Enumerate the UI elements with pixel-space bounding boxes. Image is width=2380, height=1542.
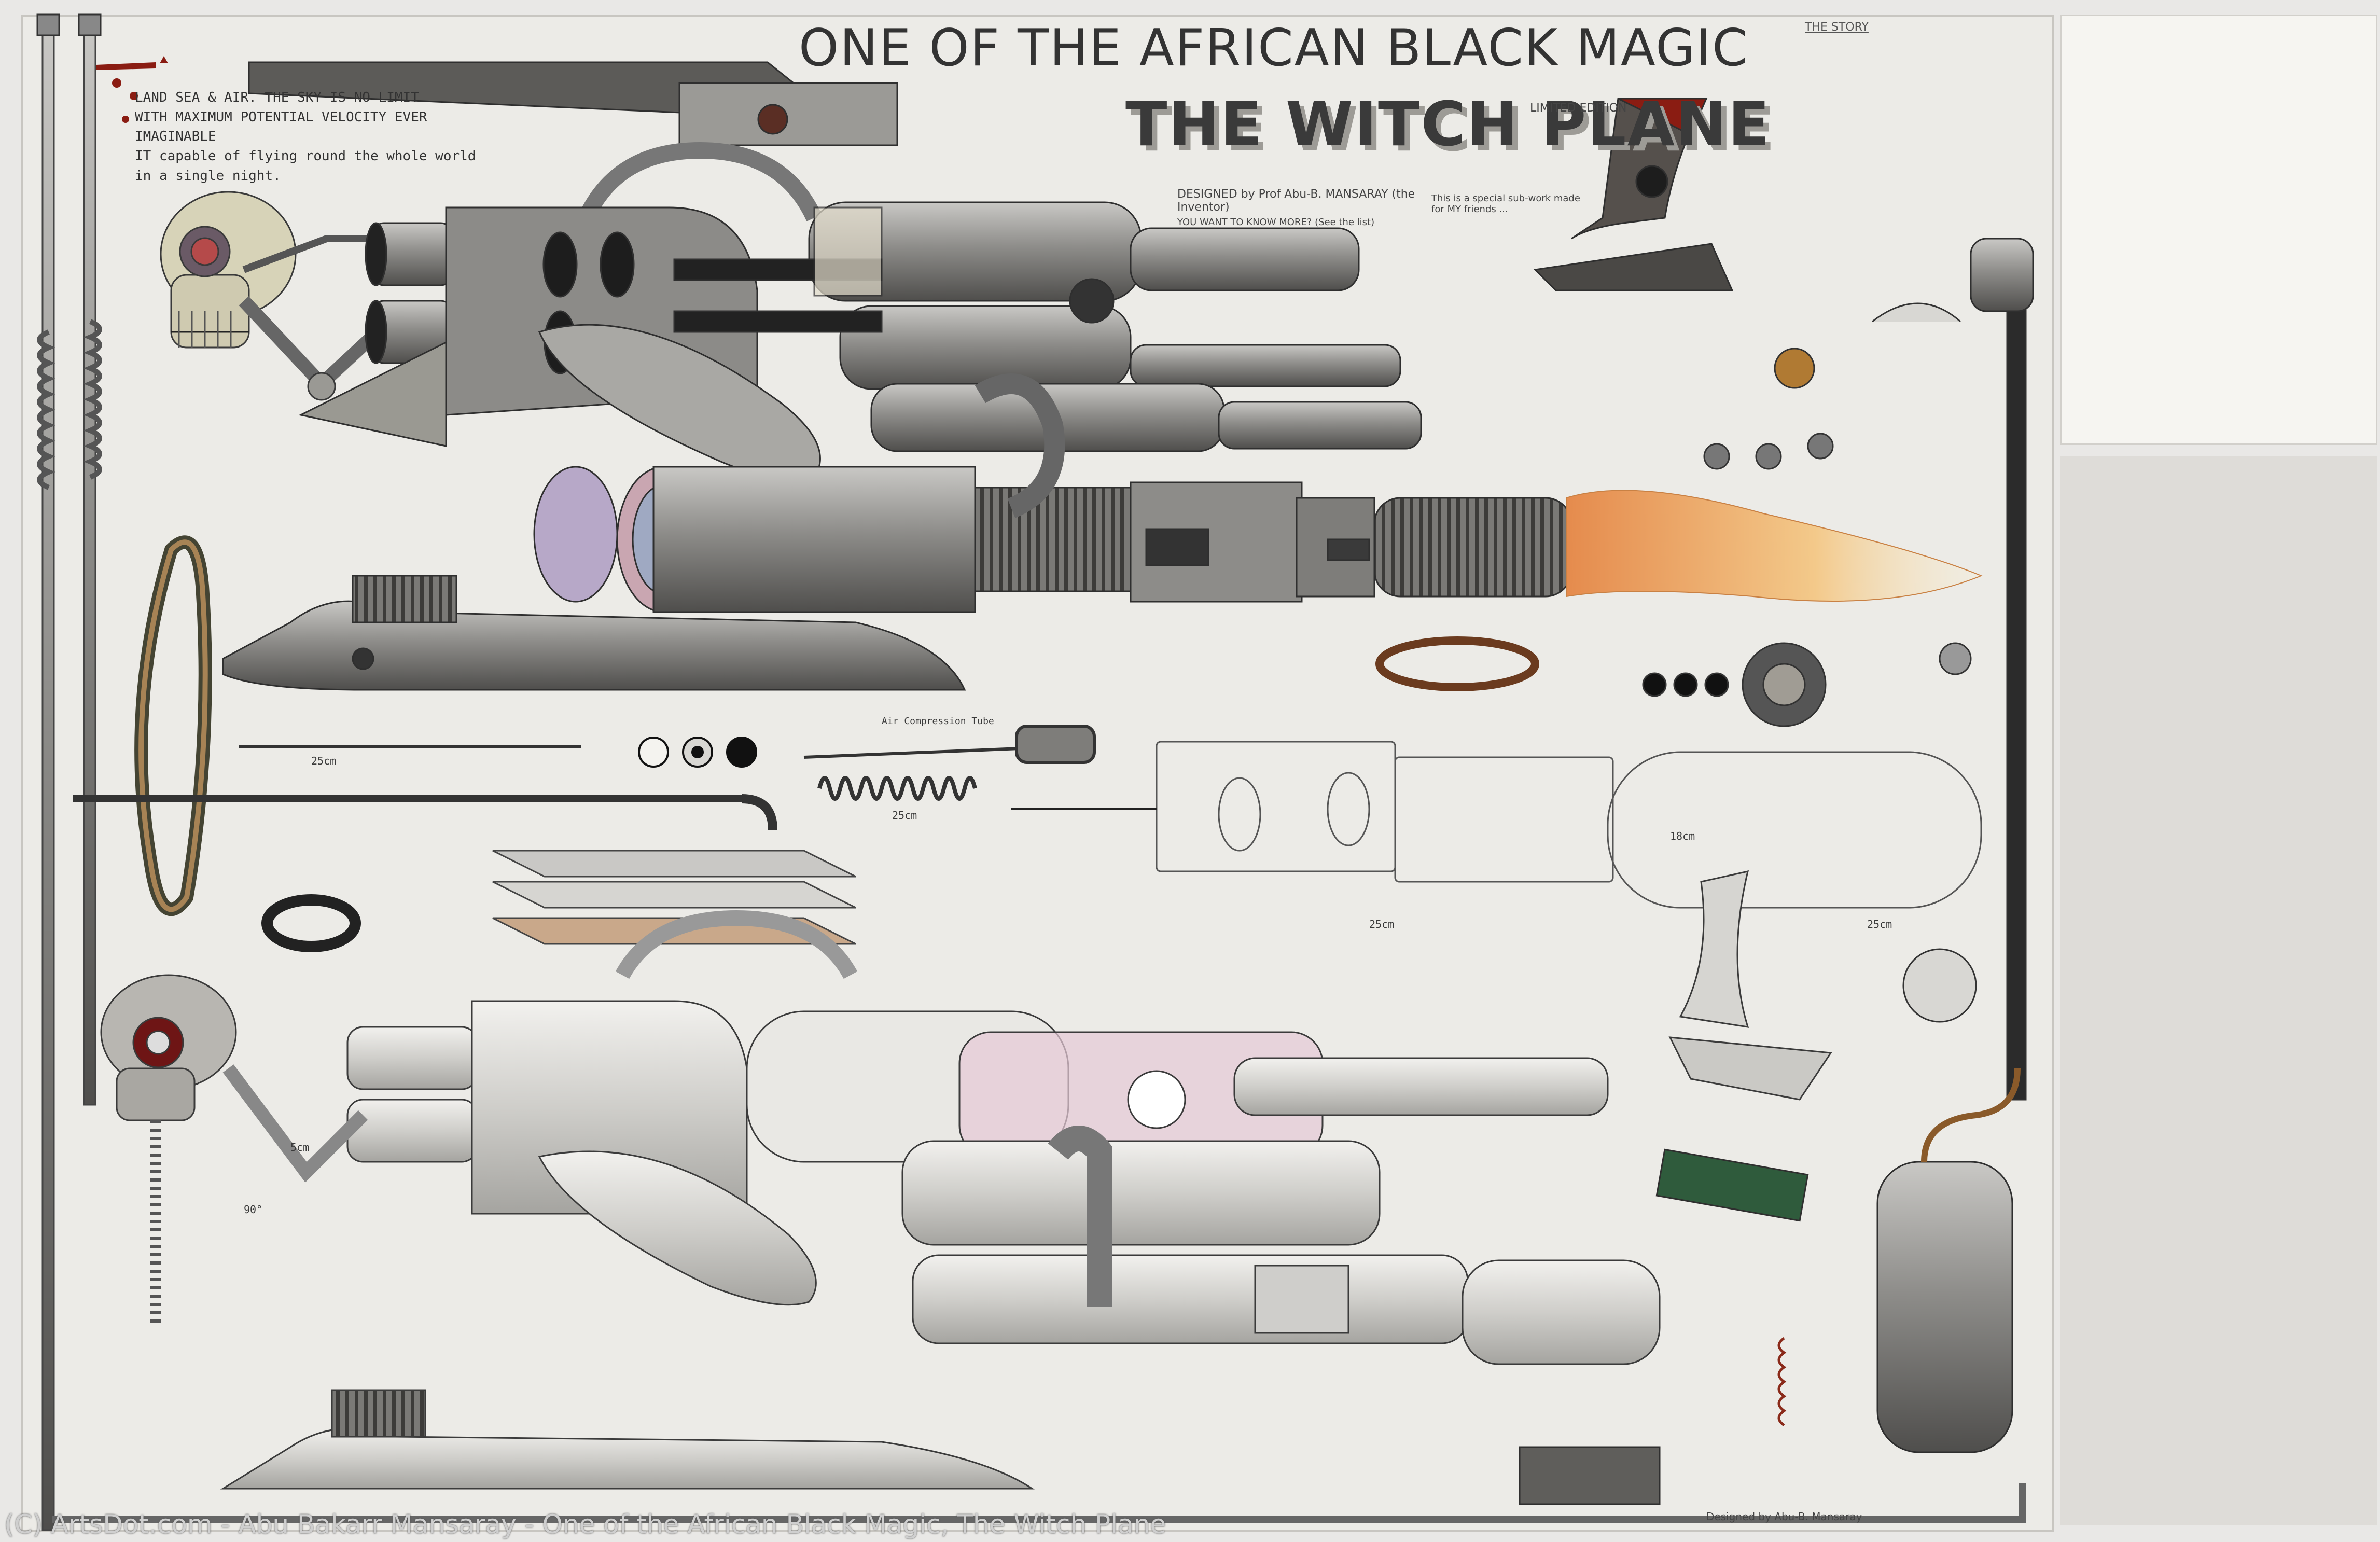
washers <box>638 737 757 768</box>
air-compression-label: Air Compression Tube <box>882 716 994 727</box>
measure-25cm-rod: 25cm <box>311 755 337 767</box>
electronics <box>1519 238 2034 1505</box>
measure-25cm-cylinder: 25cm <box>1867 918 1892 930</box>
dedication-text: This is a special sub-work made for MY f… <box>1431 193 1580 215</box>
rods <box>73 725 1096 830</box>
handwritten-note-line-3: IT capable of flying round the whole wor… <box>135 148 476 184</box>
story-sheet <box>2060 15 2377 445</box>
bottom-signature: Designed by Abu-B. Mansaray <box>1706 1510 1862 1523</box>
handwritten-note: LAND SEA & AIR. THE SKY IS NO LIMIT WITH… <box>135 88 488 186</box>
left-pipes <box>36 13 2026 1531</box>
belts <box>134 535 1539 952</box>
tail-fin <box>1533 98 1734 291</box>
designer-credit-sub: YOU WANT TO KNOW MORE? (See the list) <box>1177 217 1375 228</box>
measure-5cm: 5cm <box>290 1141 310 1154</box>
measure-25cm-spring: 25cm <box>892 809 917 822</box>
designer-credit-text: DESIGNED by Prof Abu-B. MANSARAY (the In… <box>1177 188 1415 214</box>
skull-top <box>160 191 399 401</box>
limited-edition-label: LIMITED EDITION <box>1530 102 1627 115</box>
image-caption: (C) ArtsDot.com - Abu Bakarr Mansaray - … <box>4 1509 1166 1539</box>
blood-drips <box>96 56 168 123</box>
measure-25cm-block: 25cm <box>1369 918 1395 930</box>
exhaust-flame <box>1566 490 1983 602</box>
artwork-title: ONE OF THE AFRICAN BLACK MAGIC <box>799 19 1749 78</box>
wall-background <box>2060 456 2377 1525</box>
transparent-blocks <box>1011 741 1982 909</box>
story-heading: THE STORY <box>1805 21 1869 34</box>
gears <box>1642 302 1977 1023</box>
bottom-plane-machine <box>220 870 1832 1490</box>
designer-credit: DESIGNED by Prof Abu-B. MANSARAY (the In… <box>1177 188 1447 228</box>
story-sheet-text <box>2072 25 2368 435</box>
measure-18cm: 18cm <box>1670 830 1695 842</box>
measure-90-degrees: 90° <box>244 1203 263 1216</box>
handwritten-note-line-1: LAND SEA & AIR. THE SKY IS NO LIMIT <box>135 90 419 105</box>
skull-bottom <box>100 974 368 1328</box>
top-plane-machine <box>222 61 1572 691</box>
handwritten-note-line-2: WITH MAXIMUM POTENTIAL VELOCITY EVER IMA… <box>135 109 427 145</box>
story-text-block <box>1711 44 2043 261</box>
artwork-subtitle: THE WITCH PLANE <box>1125 88 1771 160</box>
